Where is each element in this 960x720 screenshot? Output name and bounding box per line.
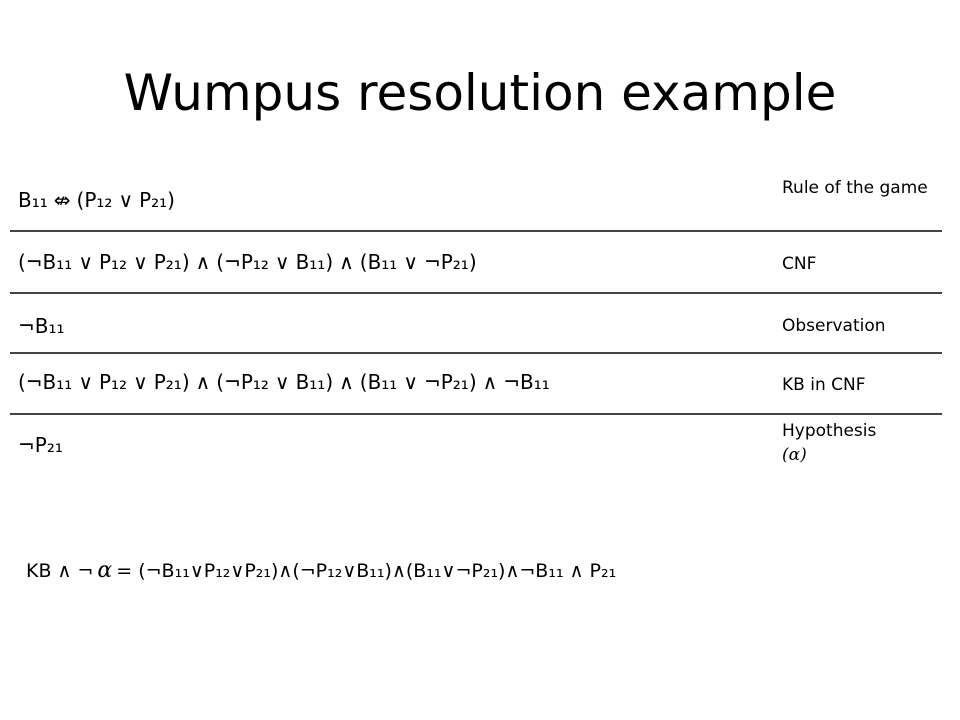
formula-token: ¬P₂₁ — [18, 433, 63, 457]
formula-token: ∨ — [118, 188, 134, 212]
formula-token: ∧ — [195, 250, 211, 274]
table-row: (¬B₁₁∨P₁₂∨P₂₁)∧(¬P₁₂∨B₁₁)∧(B₁₁∨¬P₂₁) CNF — [10, 232, 942, 294]
hypothesis-alpha-label: (α) — [782, 445, 807, 465]
formula-kb-in-cnf: (¬B₁₁∨P₁₂∨P₂₁)∧(¬P₁₂∨B₁₁)∧(B₁₁∨¬P₂₁)∧¬B₁… — [18, 370, 550, 394]
formula-token: P₁₂ — [98, 370, 128, 394]
formula-token: ∧ — [482, 370, 498, 394]
formula-token: ∨ — [133, 370, 148, 394]
formula-token: ∨ — [403, 250, 418, 274]
formula-token: B₁₁) — [295, 370, 334, 394]
formula-token: ∧ — [339, 370, 354, 394]
equation-alpha: α — [97, 558, 113, 583]
knowledge-base-table: B₁₁⇎(P₁₂∨P₂₁) Rule of the game (¬B₁₁∨P₁₂… — [10, 170, 942, 485]
table-row: ¬B₁₁ Observation — [10, 294, 942, 354]
formula-token: ∨ — [78, 250, 93, 274]
formula-token: ¬B₁₁ — [18, 314, 65, 338]
formula-token: (P₁₂ — [76, 188, 113, 212]
formula-token: ⇎ — [53, 188, 71, 212]
formula-token: (B₁₁ — [359, 370, 398, 394]
formula-token: B₁₁ — [18, 188, 48, 212]
table-row: (¬B₁₁∨P₁₂∨P₂₁)∧(¬P₁₂∨B₁₁)∧(B₁₁∨¬P₂₁)∧¬B₁… — [10, 354, 942, 415]
formula-observation: ¬B₁₁ — [18, 314, 65, 338]
formula-token: ∨ — [78, 370, 93, 394]
formula-token: (¬B₁₁ — [18, 370, 73, 394]
equation-lhs-prefix: KB ∧ ¬ — [26, 560, 94, 582]
formula-token: B₁₁) — [295, 250, 334, 274]
formula-token: ∨ — [133, 250, 148, 274]
formula-token: ¬B₁₁ — [503, 370, 550, 394]
formula-token: (¬P₁₂ — [216, 250, 269, 274]
row-label-observation: Observation — [782, 316, 886, 336]
formula-hypothesis: ¬P₂₁ — [18, 433, 63, 457]
formula-token: ¬P₂₁) — [423, 370, 477, 394]
formula-token: P₂₁) — [139, 188, 175, 212]
equation-rhs: = (¬B₁₁∨P₁₂∨P₂₁)∧(¬P₁₂∨B₁₁)∧(B₁₁∨¬P₂₁)∧¬… — [116, 560, 617, 582]
table-row: ¬P₂₁ Hypothesis (α) — [10, 415, 942, 485]
slide-title: Wumpus resolution example — [123, 64, 837, 122]
resolution-equation: KB ∧ ¬ α = (¬B₁₁∨P₁₂∨P₂₁)∧(¬P₁₂∨B₁₁)∧(B₁… — [26, 558, 616, 583]
formula-token: (B₁₁ — [359, 250, 398, 274]
row-label-hypothesis: Hypothesis (α) — [782, 419, 942, 467]
formula-rule: B₁₁⇎(P₁₂∨P₂₁) — [18, 188, 175, 212]
row-label-rule: Rule of the game — [782, 178, 928, 198]
formula-token: P₂₁) — [153, 370, 190, 394]
formula-token: ∨ — [403, 370, 418, 394]
hypothesis-label-text: Hypothesis — [782, 421, 877, 441]
row-label-kb-in-cnf: KB in CNF — [782, 375, 866, 395]
formula-token: P₂₁) — [153, 250, 190, 274]
row-label-cnf: CNF — [782, 254, 817, 274]
formula-token: ∨ — [274, 250, 290, 274]
table-row: B₁₁⇎(P₁₂∨P₂₁) Rule of the game — [10, 170, 942, 232]
formula-token: (¬B₁₁ — [18, 250, 73, 274]
formula-token: (¬P₁₂ — [216, 370, 269, 394]
formula-token: P₁₂ — [98, 250, 128, 274]
formula-cnf: (¬B₁₁∨P₁₂∨P₂₁)∧(¬P₁₂∨B₁₁)∧(B₁₁∨¬P₂₁) — [18, 250, 477, 274]
formula-token: ∧ — [195, 370, 211, 394]
formula-token: ∨ — [274, 370, 290, 394]
formula-token: ∧ — [339, 250, 354, 274]
formula-token: ¬P₂₁) — [423, 250, 477, 274]
